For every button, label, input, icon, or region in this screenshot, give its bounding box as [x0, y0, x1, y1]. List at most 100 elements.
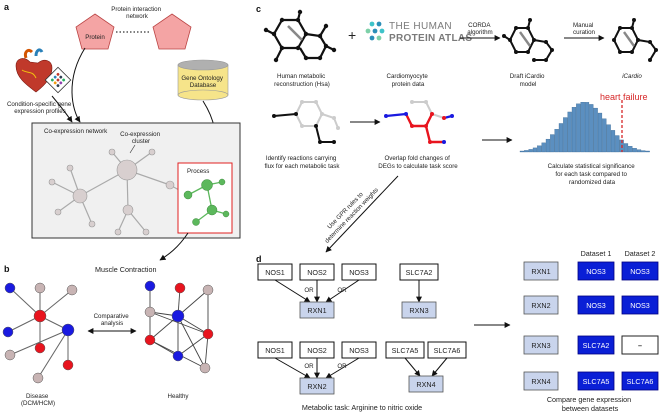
- table-d1-label-2: NOS3: [586, 301, 606, 310]
- hpa-logo-icon: [365, 21, 385, 41]
- coexpr-network-nodes: [48, 148, 175, 236]
- histogram-bar: [532, 147, 538, 153]
- plus-sign: +: [348, 27, 356, 43]
- table-d2-label-1: NOS3: [630, 267, 650, 276]
- histogram-bar: [554, 129, 559, 153]
- gene-label-nos1-top: NOS1: [265, 268, 285, 277]
- draft-model-nodes: [502, 18, 554, 62]
- gene-label-nos2-bottom: NOS2: [307, 346, 327, 355]
- histogram-bar: [528, 149, 533, 153]
- histogram-bar: [615, 135, 620, 153]
- table-d1-box-1: [577, 261, 615, 281]
- histogram-bar: [623, 143, 629, 153]
- table-rxn-label-2: RXN2: [531, 301, 550, 310]
- disease-network-edges: [7, 287, 73, 379]
- ppi-to-network-arrow: [71, 47, 86, 123]
- table-rxn-box-1: [523, 261, 559, 281]
- table-d1-box-3: [577, 335, 615, 355]
- table-rxn-label-3: RXN3: [531, 341, 550, 350]
- process-label: Process: [187, 168, 209, 175]
- table-d2-label-4: SLC7A6: [627, 377, 654, 386]
- histogram-bar: [602, 118, 607, 153]
- dataset1-header: Dataset 1: [581, 249, 612, 258]
- profiles-to-network-arrow: [51, 95, 73, 123]
- table-d2-box-3: [621, 335, 659, 355]
- table-d1-box-4: [577, 371, 615, 391]
- histogram-bar: [524, 150, 529, 153]
- table-row-3: RXN3 SLC7A2 –: [523, 335, 659, 355]
- histogram-bar: [558, 123, 564, 153]
- go-database-label: Gene Ontology Database: [181, 75, 224, 89]
- gene-label-nos1-bottom: NOS1: [265, 346, 285, 355]
- cluster-pointer-line: [129, 144, 136, 154]
- muscle-contraction-label: Muscle Contraction: [95, 265, 157, 274]
- histogram-bar: [576, 103, 581, 153]
- protein-pentagon-right: [152, 13, 192, 50]
- flux-network-icon: [272, 100, 340, 144]
- table-rxn-box-4: [523, 371, 559, 391]
- icardio-nodes: [612, 18, 658, 62]
- calc-significance-label: Calculate statistical significance for e…: [548, 163, 637, 186]
- gpr-tree-rxn2: NOS1 NOS2 NOS3 OR OR RXN2: [257, 341, 377, 395]
- gene-label-nos3-bottom: NOS3: [349, 346, 369, 355]
- histogram-bar: [641, 150, 646, 153]
- manual-curation-label: Manual curation: [573, 22, 596, 36]
- fold-change-network-icon: [384, 100, 454, 144]
- table-d2-box-1: [621, 261, 659, 281]
- ppi-label: Protein interaction network: [111, 6, 163, 20]
- histogram-bar: [610, 130, 616, 153]
- histogram-bar: [563, 117, 568, 153]
- icardio-network-icon: [612, 19, 658, 61]
- null-distribution-histogram: [519, 102, 650, 153]
- gpr-tree-rxn1: NOS1 NOS2 NOS3 OR OR RXN1: [257, 263, 377, 319]
- nos1-to-rxn2-arrow: [274, 357, 311, 379]
- identify-reactions-label: Identify reactions carrying flux for eac…: [265, 155, 341, 170]
- metabolic-network-nodes: [263, 9, 337, 63]
- gene-label-slc7a5: SLC7A5: [392, 346, 419, 355]
- or-label-2: OR: [337, 287, 347, 294]
- human-recon-label: Human metabolic reconstruction (Hsa): [274, 73, 330, 88]
- database-cylinder-icon: [177, 59, 229, 101]
- gene-label-slc7a6: SLC7A6: [434, 346, 461, 355]
- gene-label-slc7a2: SLC7A2: [406, 268, 433, 277]
- table-row-2: RXN2 NOS3 NOS3: [523, 295, 659, 315]
- draft-icardio-label: Draft iCardio model: [510, 73, 546, 88]
- histogram-bar: [545, 138, 551, 153]
- gpr-rules-label: Use GPR rules to determine reaction weig…: [318, 181, 380, 245]
- histogram-bar: [550, 134, 555, 153]
- table-rxn-label-1: RXN1: [531, 267, 550, 276]
- table-d1-label-3: SLC7A2: [583, 341, 610, 350]
- table-d1-box-2: [577, 295, 615, 315]
- dataset2-header: Dataset 2: [625, 249, 656, 258]
- histogram-bar: [584, 102, 590, 153]
- or-label-3: OR: [304, 363, 314, 370]
- slc7a5-to-rxn4-arrow: [404, 357, 421, 377]
- cardiomyocyte-label: Cardiomyocyte protein data: [387, 73, 430, 88]
- coexpr-cluster-label: Co-expression cluster: [120, 131, 162, 145]
- gpr-tree-rxn4: SLC7A5 SLC7A6 RXN4: [385, 341, 467, 393]
- gpr-arrow: [325, 175, 399, 253]
- corda-label: CORDA algorithm: [467, 22, 492, 36]
- protein-label: Protein: [85, 34, 105, 41]
- process-to-muscle-arrow: [159, 232, 189, 261]
- table-rxn-box-3: [523, 335, 559, 355]
- hpa-line2: PROTEIN ATLAS: [389, 33, 472, 44]
- protein-pentagon-left: [75, 13, 115, 50]
- table-d2-label-2: NOS3: [630, 301, 650, 310]
- histogram-bar: [628, 146, 633, 153]
- or-label-1: OR: [304, 287, 314, 294]
- panel-b: b Comparative anal: [2, 264, 214, 407]
- histogram-bar: [597, 112, 603, 153]
- histogram-bar: [537, 145, 542, 153]
- table-d1-label-4: SLC7A5: [583, 377, 610, 386]
- hpa-line1: THE HUMAN: [389, 21, 452, 32]
- panel-a: a Protein interaction network Protein Ge…: [4, 2, 241, 274]
- heart-icon: [15, 48, 53, 93]
- table-d2-box-4: [621, 371, 659, 391]
- table-d1-label-1: NOS3: [586, 267, 606, 276]
- slc7a6-to-rxn4-arrow: [431, 357, 448, 377]
- table-row-4: RXN4 SLC7A5 SLC7A6: [523, 371, 659, 391]
- rxn-label-rxn2: RXN2: [307, 382, 326, 391]
- histogram-bar: [606, 124, 611, 153]
